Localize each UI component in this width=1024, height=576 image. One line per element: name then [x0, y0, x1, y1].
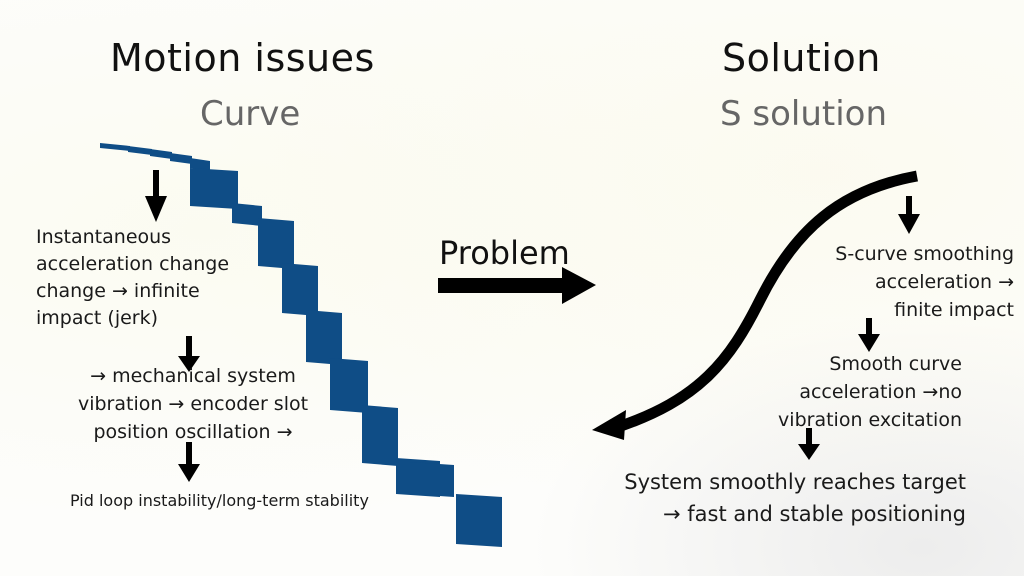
text-line: Pid loop instability/long-term stability [70, 491, 369, 510]
stair-step [306, 310, 342, 365]
s-curve [592, 170, 918, 440]
right-block-3: System smoothly reaches target → fast an… [546, 466, 966, 530]
text-line: acceleration → [874, 271, 1014, 293]
text-line: vibration → encoder slot [77, 393, 309, 415]
stair-step [190, 158, 210, 171]
text-line: acceleration →no [799, 381, 962, 403]
stair-step [170, 153, 192, 164]
stair-step [456, 494, 502, 547]
stair-step [410, 462, 454, 497]
text-line: → mechanical system [90, 365, 296, 387]
text-line: impact (jerk) [36, 307, 159, 329]
text-line: vibration excitation [778, 409, 962, 431]
curve-arrowhead-icon [592, 410, 626, 440]
text-line: position oscillation → [93, 421, 293, 443]
text-line: Instantaneous [36, 226, 172, 248]
stair-step [190, 168, 238, 209]
down-arrow-icon [858, 318, 880, 352]
down-arrow-icon [145, 170, 167, 222]
stair-step [232, 203, 262, 226]
down-arrow-icon [178, 336, 200, 372]
text-line: → fast and stable positioning [662, 502, 966, 526]
stair-step [150, 149, 172, 159]
left-title: Motion issues [110, 36, 375, 80]
down-arrow-icon [798, 428, 820, 460]
left-block-1: Instantaneous acceleration change change… [36, 224, 229, 332]
left-block-3: Pid loop instability/long-term stability [70, 491, 369, 510]
right-block-2: Smooth curve acceleration →no vibration … [702, 350, 962, 434]
problem-label: Problem [439, 234, 570, 272]
left-subtitle: Curve [200, 94, 301, 134]
text-line: System smoothly reaches target [624, 470, 966, 494]
stair-step [258, 218, 294, 269]
down-arrow-icon [178, 442, 200, 482]
right-subtitle: S solution [720, 94, 888, 134]
stair-step [282, 263, 318, 316]
text-line: acceleration change [36, 253, 230, 275]
text-line: S-curve smoothing [835, 243, 1014, 265]
right-arrow-icon [438, 267, 596, 304]
stair-step [128, 146, 152, 155]
stair-step [330, 358, 368, 413]
right-title: Solution [722, 36, 881, 80]
stair-curve [100, 143, 502, 547]
right-block-1: S-curve smoothing acceleration → finite … [754, 240, 1014, 324]
left-block-2: → mechanical system vibration → encoder … [48, 362, 338, 446]
text-line: change → infinite [36, 280, 200, 302]
stair-step [362, 405, 398, 466]
text-line: finite impact [894, 299, 1014, 321]
down-arrow-icon [898, 196, 920, 234]
text-line: Smooth curve [829, 353, 962, 375]
stair-step [100, 143, 130, 151]
